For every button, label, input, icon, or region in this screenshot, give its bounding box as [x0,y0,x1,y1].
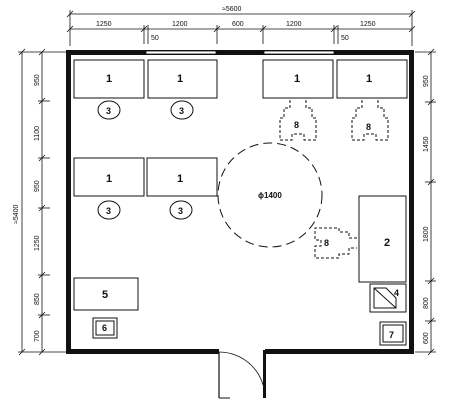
table-4-label: 1 [366,73,372,85]
right-dim-5: 600 [423,332,430,344]
bench-label: 5 [102,289,108,301]
stool-2 [170,100,194,120]
overall-width-label: ≈5600 [222,6,242,13]
stool-1 [97,100,121,120]
stools-group [97,100,194,220]
table-2-label: 1 [177,73,183,85]
wheelchair-3-label: 8 [324,238,329,248]
table-5-label: 1 [106,173,112,185]
door-jamb [263,350,266,398]
right-dim-3: 1800 [423,226,430,242]
small-box-label: 6 [102,323,107,333]
top-dim-1: 1250 [96,21,112,28]
left-dim-6: 700 [34,330,41,342]
top-dimension-chain [66,10,416,46]
window-left [145,50,217,55]
sink-label: 4 [394,288,399,298]
cabinet-label: 2 [384,237,390,249]
bin [379,321,407,346]
cabinet [358,195,407,283]
wall-bottom-left [66,349,219,354]
table-3-label: 1 [294,73,300,85]
table-6 [146,157,218,197]
turning-circle [217,142,323,248]
wall-left [66,50,71,354]
stool-3 [97,200,121,220]
table-3 [262,59,334,99]
stool-1-label: 3 [106,106,111,116]
table-4 [336,59,408,99]
right-dim-2: 1450 [423,136,430,152]
turning-circle-label: ϕ1400 [258,191,282,200]
left-dim-1: 950 [34,74,41,86]
left-dimension-chain [18,48,66,356]
left-dim-4: 1250 [34,235,41,251]
stool-4-label: 3 [178,206,183,216]
table-2 [147,59,218,99]
top-dim-4: 1200 [286,21,302,28]
door [218,350,266,399]
top-gap-left: 50 [151,35,159,42]
wheelchair-1-label: 8 [294,120,299,130]
wall-top [66,50,414,55]
table-6-label: 1 [177,173,183,185]
top-gap-right: 50 [341,35,349,42]
room-walls [66,50,414,354]
top-dim-2: 1200 [172,21,188,28]
sink [369,283,407,313]
wheelchair-3 [314,227,357,259]
right-dim-1: 950 [423,75,430,87]
left-dim-2: 1100 [34,126,41,141]
tables-group [73,59,408,197]
table-5 [73,157,145,197]
left-dim-5: 850 [34,293,41,305]
right-dimension-chain [415,48,436,356]
wall-right [409,50,414,354]
table-1-label: 1 [106,73,112,85]
bin-label: 7 [389,330,394,340]
wheelchair-2 [351,100,389,141]
overall-depth-label: ≈5400 [13,204,20,224]
bench [73,277,139,311]
left-dim-3: 950 [34,180,41,192]
door-swing-arc [218,351,266,399]
windows [145,50,335,55]
stool-3-label: 3 [106,206,111,216]
wheelchair-outlines [279,100,389,259]
window-right [263,50,335,55]
table-1 [73,59,145,99]
stool-4 [169,200,193,220]
wall-bottom-right [265,349,414,354]
stool-2-label: 3 [179,106,184,116]
right-dim-4: 800 [423,297,430,309]
top-dim-5: 1250 [360,21,376,28]
small-box [92,317,118,339]
wheelchair-2-label: 8 [366,122,371,132]
top-dim-3: 600 [232,21,244,28]
